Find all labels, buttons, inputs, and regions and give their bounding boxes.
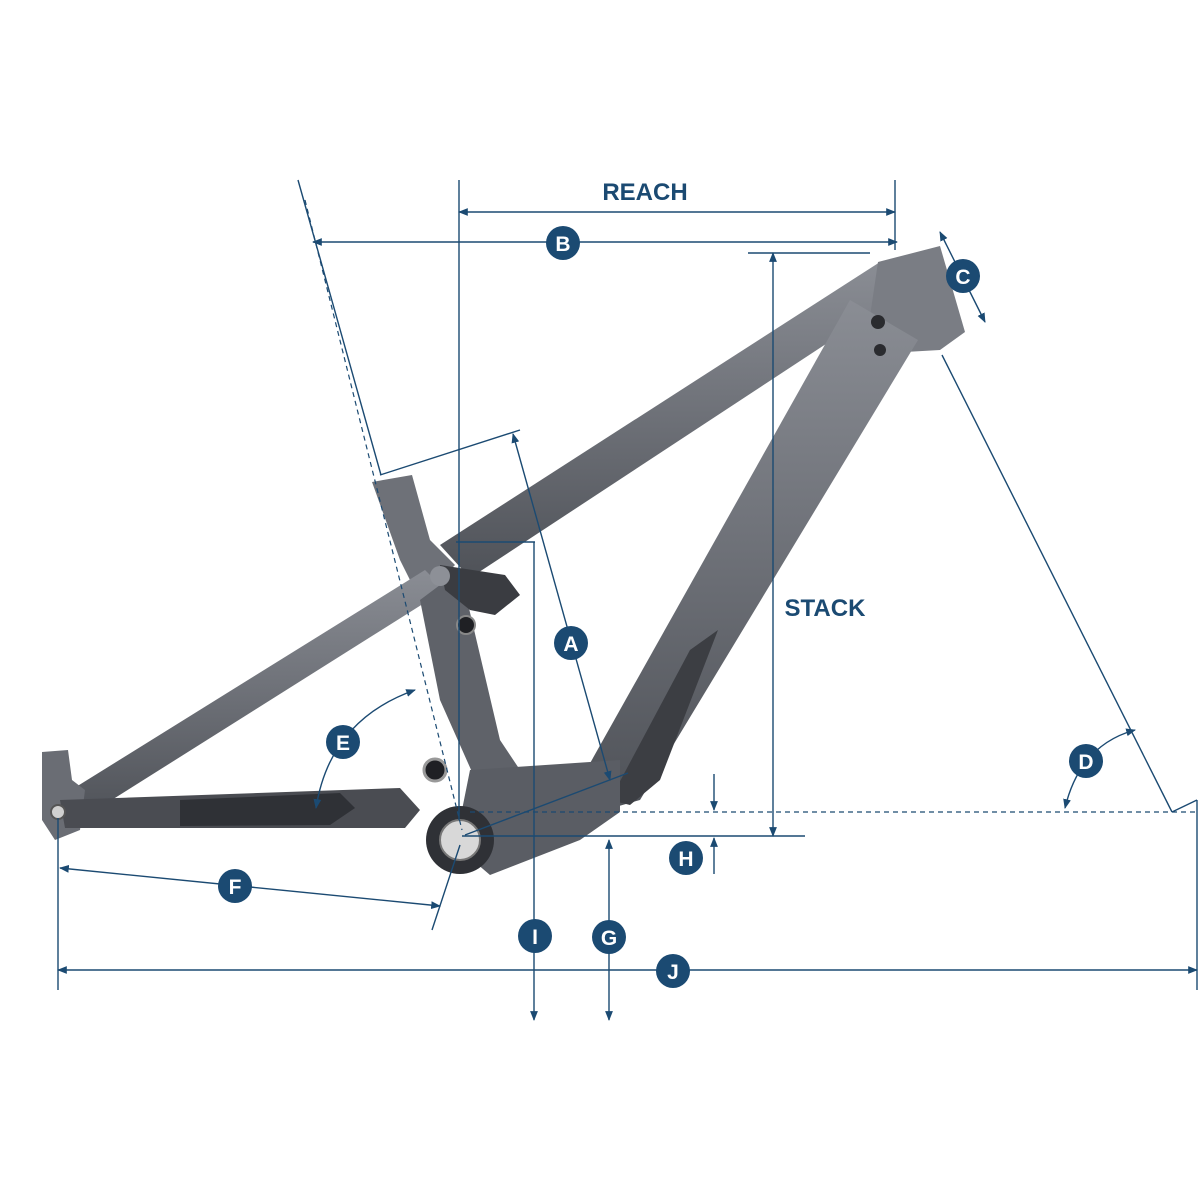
dim-a-bottom-extension bbox=[464, 772, 629, 836]
rear-axle bbox=[50, 804, 66, 820]
pivot-rocker bbox=[456, 615, 476, 635]
seat-tube-extension bbox=[297, 179, 382, 476]
shock-mount bbox=[420, 570, 520, 790]
svg-text:B: B bbox=[555, 233, 570, 256]
dimension-lines bbox=[57, 179, 1198, 1021]
down-tube-guard bbox=[610, 630, 718, 805]
svg-text:I: I bbox=[532, 926, 538, 949]
badge-c: C bbox=[946, 259, 980, 293]
dim-f-bb-extension bbox=[431, 844, 461, 931]
badge-f: F bbox=[218, 869, 252, 903]
badge-a: A bbox=[554, 626, 588, 660]
pivot-top bbox=[430, 566, 450, 586]
dim-a-line bbox=[511, 433, 612, 781]
svg-text:F: F bbox=[229, 876, 242, 899]
svg-text:E: E bbox=[336, 732, 350, 755]
stack-label: STACK bbox=[785, 595, 867, 622]
svg-text:G: G bbox=[601, 927, 617, 950]
dim-a-top-extension bbox=[379, 429, 521, 476]
cable-port bbox=[871, 315, 885, 329]
svg-text:A: A bbox=[563, 633, 578, 656]
badge-j: J bbox=[656, 954, 690, 988]
rocker-link bbox=[440, 565, 520, 615]
bottom-bracket-shell bbox=[455, 760, 620, 875]
bottom-bracket-bearing bbox=[439, 819, 481, 861]
seat-stay bbox=[55, 570, 445, 820]
svg-text:D: D bbox=[1078, 751, 1093, 774]
badge-d: D bbox=[1069, 744, 1103, 778]
badge-b: B bbox=[546, 226, 580, 260]
badge-i: I bbox=[518, 919, 552, 953]
bike-frame bbox=[42, 246, 965, 875]
svg-text:J: J bbox=[667, 961, 679, 984]
svg-text:H: H bbox=[678, 848, 693, 871]
chain-stay-guard bbox=[180, 793, 355, 826]
front-axle-tick bbox=[1171, 799, 1198, 813]
badge-g: G bbox=[592, 920, 626, 954]
badge-e: E bbox=[326, 725, 360, 759]
reach-label: REACH bbox=[602, 179, 687, 206]
seat-tube-angle-axis bbox=[304, 199, 463, 831]
down-tube bbox=[575, 300, 918, 812]
svg-text:C: C bbox=[955, 266, 970, 289]
cable-port-lower bbox=[874, 344, 886, 356]
head-angle-line bbox=[941, 354, 1173, 813]
pivot-lower bbox=[422, 757, 448, 783]
badge-h: H bbox=[669, 841, 703, 875]
